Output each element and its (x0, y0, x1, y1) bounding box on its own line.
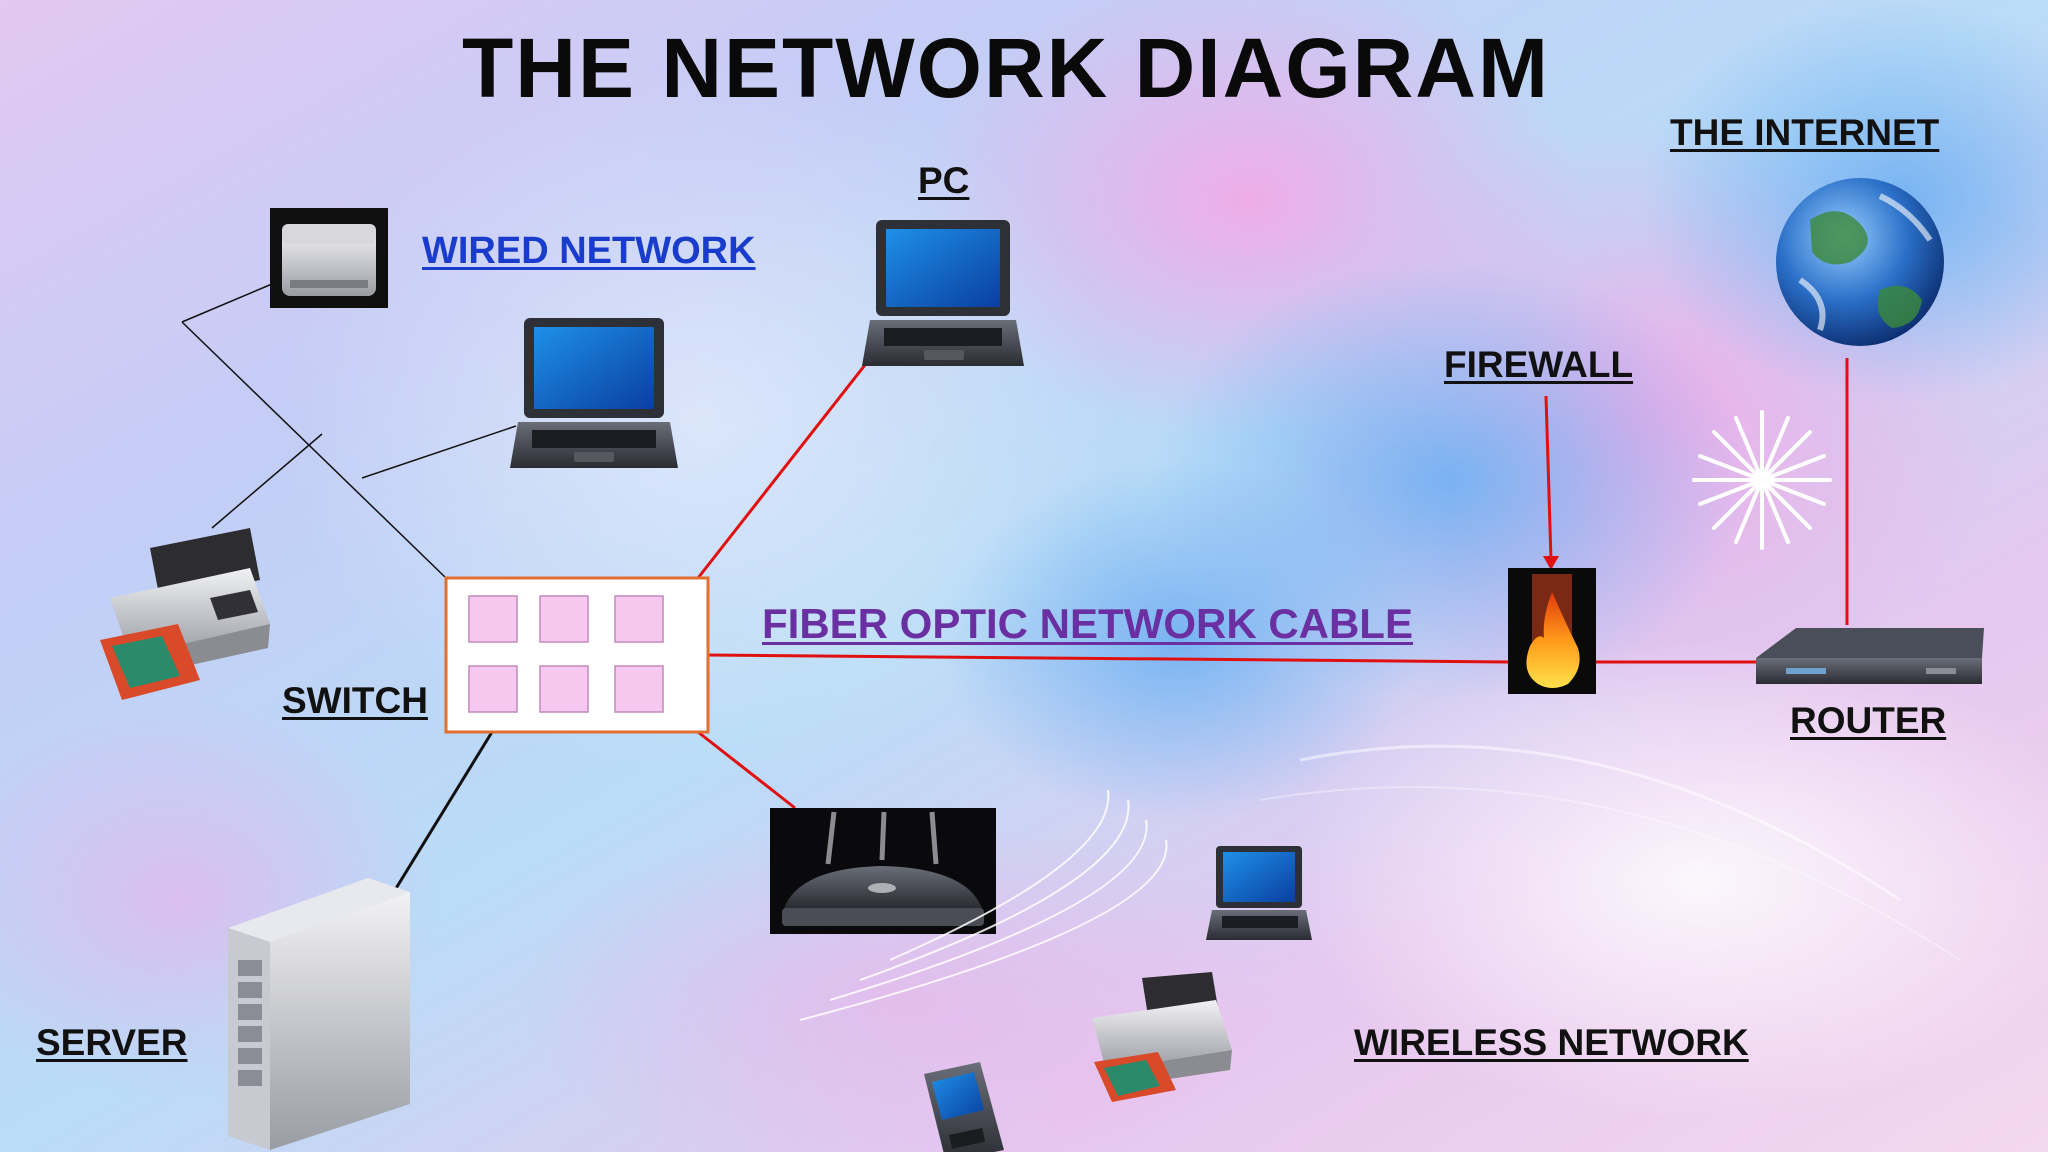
server-icon (228, 878, 410, 1150)
switch-label: SWITCH (282, 680, 428, 721)
edge-switch-pc (696, 355, 874, 579)
printer-icon (100, 528, 270, 700)
arrowhead (1543, 556, 1559, 570)
connections (181, 283, 1849, 891)
server-label: SERVER (36, 1022, 188, 1063)
wireless-network-label: WIRELESS NETWORK (1354, 1022, 1749, 1063)
edge-firewall-label (1544, 395, 1553, 561)
switch-icon (444, 576, 710, 734)
wired-network-label[interactable]: WIRED NETWORK (422, 230, 756, 272)
edge-switch-access-point (697, 730, 796, 810)
router-label: ROUTER (1790, 700, 1947, 741)
router-icon (1756, 628, 1984, 684)
edge-scanner-branch (181, 283, 273, 323)
pc-label: PC (918, 160, 970, 201)
firewall-label: FIREWALL (1444, 344, 1634, 385)
access-point-icon (770, 808, 996, 934)
starburst (1692, 410, 1832, 550)
laptop-icon (862, 220, 1024, 366)
the-internet-label: THE INTERNET (1670, 112, 1940, 153)
wireless-waves (799, 789, 1168, 1021)
edge-switch-firewall (707, 653, 1509, 664)
edge-switch-server (393, 731, 494, 891)
fiber-optic-cable-label[interactable]: FIBER OPTIC NETWORK CABLE (762, 600, 1413, 647)
laptop-icon (510, 318, 678, 468)
scanner-icon (270, 208, 388, 308)
edge-printer-laptop (211, 433, 323, 529)
firewall-icon (1508, 568, 1596, 694)
edge-laptop-branch (361, 425, 517, 479)
edge-switch-scanner (181, 321, 447, 579)
printer-icon (1092, 972, 1232, 1102)
pda-icon (924, 1062, 1004, 1152)
globe-icon (1776, 178, 1944, 346)
page-title: THE NETWORK DIAGRAM (462, 21, 1550, 115)
laptop-icon (1206, 846, 1312, 940)
